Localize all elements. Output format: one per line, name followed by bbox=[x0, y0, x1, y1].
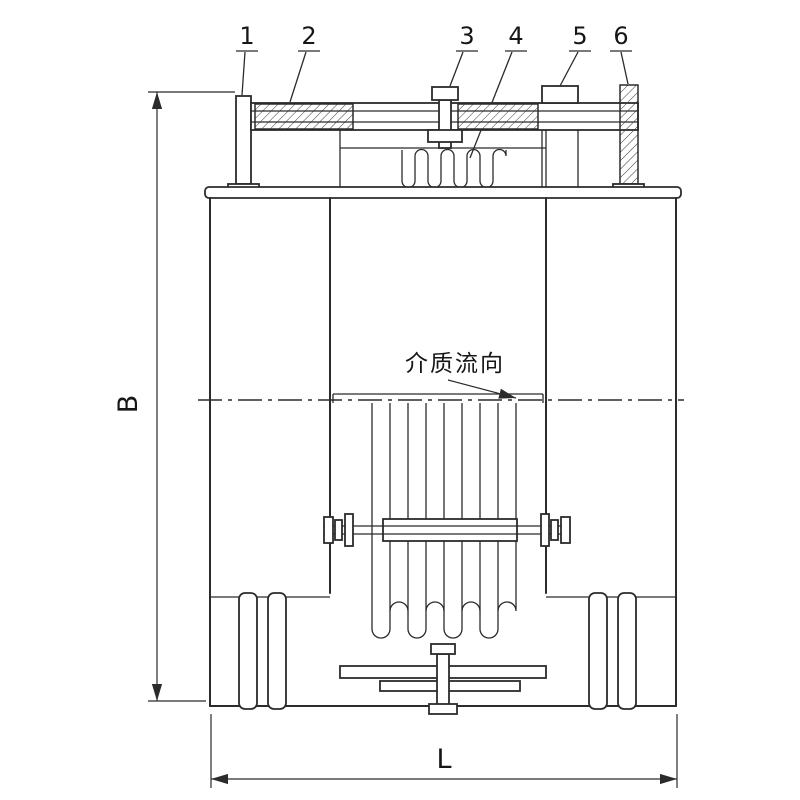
left-end-plate bbox=[235, 95, 252, 185]
tie-rod-left-lug bbox=[344, 513, 354, 547]
dim-l-label: L bbox=[436, 744, 451, 775]
small-bellows bbox=[401, 148, 507, 189]
right-end-plate bbox=[619, 84, 639, 185]
tie-rod-left-nut bbox=[323, 516, 334, 544]
dimension-l: L bbox=[210, 714, 678, 788]
band-hatch-left bbox=[254, 103, 354, 130]
tie-rod-right-nut bbox=[560, 516, 571, 544]
label-1-leader bbox=[241, 51, 246, 96]
bottom-flanges bbox=[238, 592, 637, 710]
top-flange-strip bbox=[204, 186, 682, 199]
bolt-head bbox=[431, 86, 459, 101]
bellows-bottom-convolutions bbox=[371, 600, 517, 639]
label-6-leader bbox=[620, 51, 629, 85]
dim-b-label: B bbox=[113, 395, 144, 414]
bottom-bolt-shaft bbox=[436, 653, 450, 707]
part-labels: 1 2 3 4 5 6 bbox=[236, 22, 632, 159]
tie-rod-plate bbox=[382, 518, 518, 542]
flow-annotation: 介质流向 bbox=[405, 351, 517, 399]
tie-rod-left-washer bbox=[334, 519, 343, 541]
left-flange-bar bbox=[238, 592, 258, 710]
tie-rod-right-washer bbox=[550, 519, 559, 541]
right-flange-bar bbox=[588, 592, 608, 710]
top-cover-assembly bbox=[227, 84, 645, 193]
bottom-plate bbox=[379, 680, 521, 692]
tie-rod-assembly bbox=[323, 513, 571, 547]
left-flange-bar bbox=[267, 592, 287, 710]
top-bolt bbox=[427, 86, 463, 149]
main-bellows bbox=[371, 403, 517, 639]
band-hatch-right bbox=[457, 103, 539, 130]
spacer-block bbox=[541, 85, 579, 104]
part-label-4: 4 bbox=[508, 22, 523, 50]
flow-direction-arrow bbox=[447, 379, 517, 399]
bolt-nut bbox=[427, 129, 463, 143]
tie-rod-right-lug bbox=[540, 513, 550, 547]
dimension-b: B bbox=[113, 91, 235, 702]
flow-direction-label: 介质流向 bbox=[405, 351, 505, 377]
part-label-6: 6 bbox=[613, 22, 628, 50]
part-label-3: 3 bbox=[459, 22, 474, 50]
right-flange-bar bbox=[617, 592, 637, 710]
bottom-bolt-head bbox=[430, 643, 456, 655]
label-3-leader bbox=[449, 51, 464, 87]
bottom-bolt-nut bbox=[428, 703, 458, 715]
part-label-1: 1 bbox=[239, 22, 254, 50]
bottom-bolt-assembly bbox=[339, 643, 547, 715]
part-label-5: 5 bbox=[572, 22, 587, 50]
label-5-leader bbox=[559, 51, 579, 87]
part-label-2: 2 bbox=[301, 22, 316, 50]
label-2-leader bbox=[289, 51, 307, 103]
